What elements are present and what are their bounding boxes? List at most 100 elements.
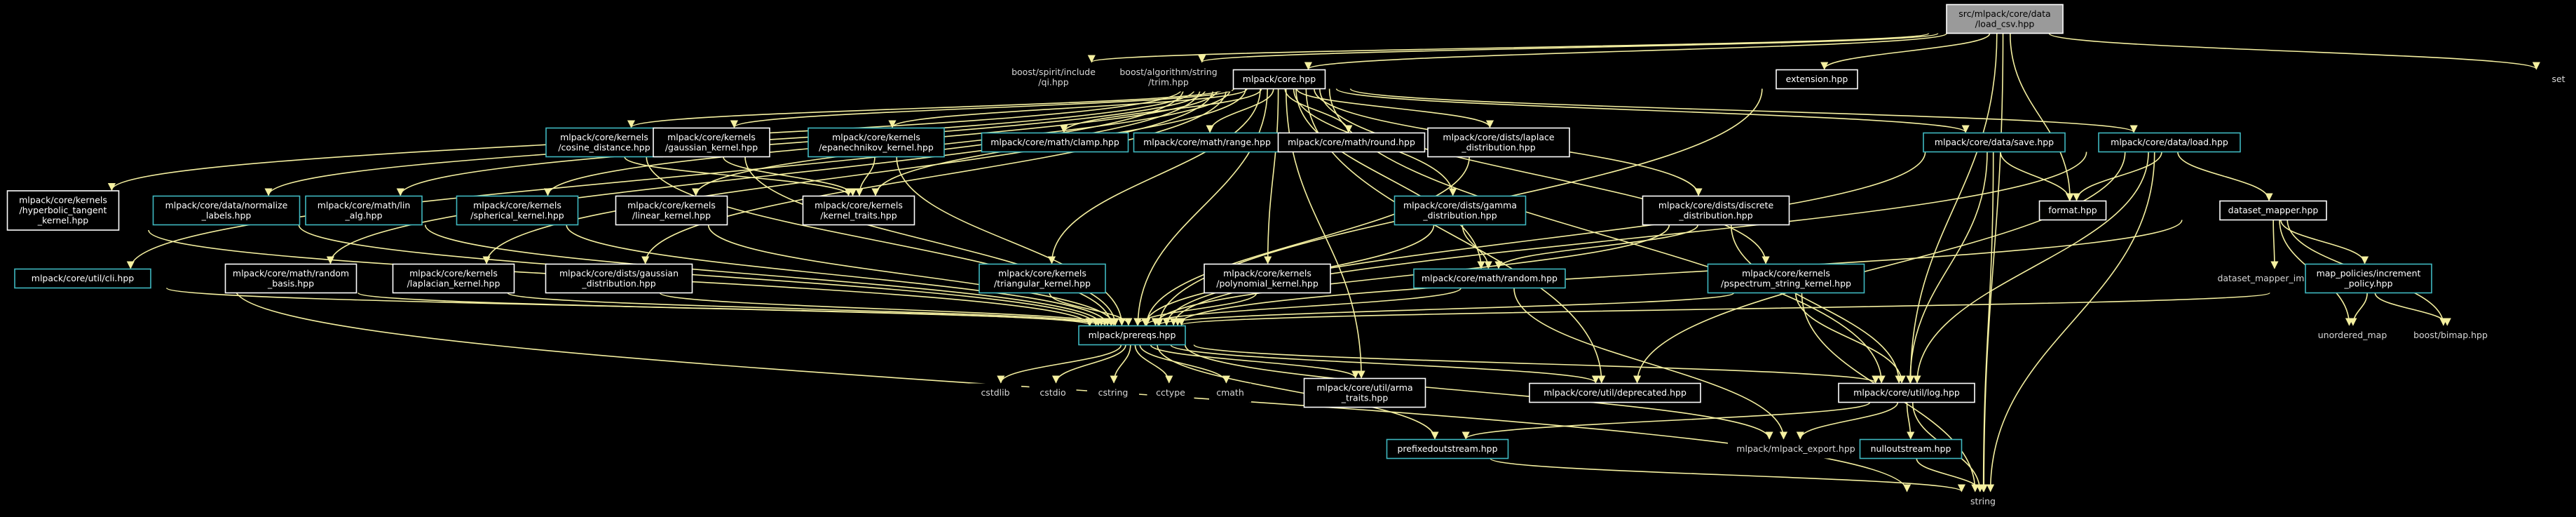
node-discrete[interactable]: mlpack/core/dists/discrete_distribution.…: [1642, 195, 1790, 226]
node-label: mlpack/core/kernels: [560, 132, 648, 142]
node-box: [1147, 383, 1194, 403]
node-gaussian_d[interactable]: mlpack/core/dists/gaussian_distribution.…: [545, 263, 693, 294]
node-label: _basis.hpp: [267, 278, 314, 289]
edge-core-to-linalg: [396, 88, 1207, 196]
node-root: src/mlpack/core/data/load_csv.hpp: [1946, 4, 2064, 34]
node-box: [1707, 263, 1865, 294]
node-label: _policy.hpp: [2343, 278, 2392, 289]
edge-log-to-prefixed: [1461, 401, 1871, 440]
node-box: [1087, 383, 1139, 403]
node-deprecated[interactable]: mlpack/core/util/deprecated.hpp: [1529, 382, 1701, 403]
node-label: mlpack/core/dists/laplace: [1443, 132, 1554, 142]
node-box: [1386, 438, 1509, 459]
node-label: /qi.hpp: [1038, 77, 1068, 88]
edge-gamma-to-random: [1461, 224, 1492, 269]
edge-linalg-to-prereqs: [424, 224, 1105, 326]
node-box: [653, 127, 770, 158]
edge-prereqs-to-arma_traits: [1150, 344, 1360, 379]
node-gamma[interactable]: mlpack/core/dists/gamma_distribution.hpp: [1393, 195, 1527, 226]
node-epan[interactable]: mlpack/core/kernels/epanechnikov_kernel.…: [807, 127, 945, 158]
node-box: [1642, 195, 1790, 226]
node-laplace[interactable]: mlpack/core/dists/laplace_distribution.h…: [1427, 127, 1570, 158]
edge-log-to-nullout: [1906, 402, 1915, 440]
node-label: boost/bimap.hpp: [2413, 330, 2488, 340]
edge-normalize-to-prereqs: [298, 224, 1100, 326]
edge-core-to-save: [1335, 88, 1970, 133]
node-label: src/mlpack/core/data: [1958, 8, 2050, 19]
node-increment[interactable]: map_policies/increment_policy.hpp: [2305, 263, 2432, 294]
node-cstdlib: cstdlib: [969, 383, 1021, 403]
node-box: [1946, 4, 2064, 34]
node-arma_traits[interactable]: mlpack/core/util/arma_traits.hpp: [1303, 377, 1426, 408]
node-label: prefixedoutstream.hpp: [1397, 443, 1497, 454]
node-box: [2542, 69, 2575, 89]
node-random[interactable]: mlpack/core/math/random.hpp: [1413, 268, 1566, 289]
node-range[interactable]: mlpack/core/math/range.hpp: [1133, 132, 1281, 153]
node-label: /linear_kernel.hpp: [632, 210, 711, 221]
node-load[interactable]: mlpack/core/data/load.hpp: [2098, 132, 2241, 153]
node-save[interactable]: mlpack/core/data/save.hpp: [1923, 132, 2066, 153]
edge-gaussian_d-to-prereqs: [659, 292, 1116, 326]
node-pspectrum[interactable]: mlpack/core/kernels/pspectrum_string_ker…: [1707, 263, 1865, 294]
node-box: [802, 195, 915, 226]
node-laplacian[interactable]: mlpack/core/kernels/laplacian_kernel.hpp: [392, 263, 515, 294]
node-label: mlpack/core/data/save.hpp: [1935, 137, 2054, 147]
node-layer: src/mlpack/core/data/load_csv.hppboost/s…: [6, 4, 2575, 511]
node-box: [2038, 200, 2107, 221]
node-label: mlpack/core/kernels: [409, 268, 498, 278]
node-box: [1923, 132, 2066, 153]
node-hyper[interactable]: mlpack/core/kernels/hyperbolic_tangent_k…: [6, 190, 120, 231]
edge-dataset_mapper-to-increment: [2280, 220, 2369, 264]
node-box: [807, 127, 945, 158]
edge-load-to-prereqs: [1169, 152, 2087, 326]
node-polynomial[interactable]: mlpack/core/kernels/polynomial_kernel.hp…: [1204, 263, 1331, 294]
node-log[interactable]: mlpack/core/util/log.hpp: [1838, 382, 1975, 403]
node-dataset_mapper[interactable]: dataset_mapper.hpp: [2219, 200, 2327, 221]
node-triangular[interactable]: mlpack/core/kernels/triangular_kernel.hp…: [979, 263, 1106, 294]
node-box: [1776, 69, 1858, 90]
node-cmath: cmath: [1209, 383, 1251, 403]
node-cctype: cctype: [1147, 383, 1194, 403]
node-label: cstdio: [1040, 387, 1065, 398]
node-box: [152, 195, 301, 226]
node-linear[interactable]: mlpack/core/kernels/linear_kernel.hpp: [615, 195, 728, 226]
node-prefixed[interactable]: prefixedoutstream.hpp: [1386, 438, 1509, 459]
node-clamp[interactable]: mlpack/core/math/clamp.hpp: [981, 132, 1129, 153]
node-prereqs[interactable]: mlpack/prereqs.hpp: [1078, 325, 1186, 346]
node-nullout[interactable]: nulloutstream.hpp: [1859, 438, 1963, 459]
node-kernel_traits[interactable]: mlpack/core/kernels/kernel_traits.hpp: [802, 195, 915, 226]
node-extension[interactable]: extension.hpp: [1776, 69, 1858, 90]
edge-root-to-qi: [1088, 32, 1930, 63]
edge-core-to-prereqs: [1133, 88, 1268, 326]
edge-prefixed-to-string: [1490, 457, 1965, 492]
node-spherical[interactable]: mlpack/core/kernels/spherical_kernel.hpp: [456, 195, 579, 226]
node-normalize[interactable]: mlpack/core/data/normalize_labels.hpp: [152, 195, 301, 226]
node-cli[interactable]: mlpack/core/util/cli.hpp: [14, 268, 151, 289]
node-label: /epanechnikov_kernel.hpp: [819, 142, 934, 153]
node-label: mlpack/core/util/cli.hpp: [32, 273, 134, 283]
node-cstdio: cstdio: [1029, 383, 1077, 403]
node-linalg[interactable]: mlpack/core/math/lin_alg.hpp: [305, 195, 423, 226]
node-cosine[interactable]: mlpack/core/kernels/cosine_distance.hpp: [545, 127, 663, 158]
node-label: mlpack/core/data/load.hpp: [2111, 137, 2228, 147]
node-gaussian_k[interactable]: mlpack/core/kernels/gaussian_kernel.hpp: [653, 127, 770, 158]
edge-core-to-load: [1349, 88, 2138, 133]
node-label: mlpack/core/data/normalize: [165, 200, 288, 210]
node-export: mlpack/mlpack_export.hpp: [1728, 439, 1864, 459]
edge-prereqs-to-log: [1193, 344, 1879, 384]
node-core[interactable]: mlpack/core.hpp: [1232, 69, 1326, 90]
edge-core-to-cosine: [627, 88, 1226, 128]
node-label: mlpack/core.hpp: [1243, 74, 1316, 84]
edge-save-to-string: [1979, 152, 1994, 492]
node-random_basis[interactable]: mlpack/core/math/random_basis.hpp: [224, 263, 357, 294]
node-label: _alg.hpp: [344, 210, 382, 221]
edge-load-to-log: [1913, 152, 2149, 384]
node-label: mlpack/core/kernels: [627, 200, 716, 210]
node-box: [979, 263, 1106, 294]
node-box: [1303, 377, 1426, 408]
edge-increment-to-bimap: [2374, 293, 2451, 326]
node-format[interactable]: format.hpp: [2038, 200, 2107, 221]
node-round[interactable]: mlpack/core/math/round.hpp: [1277, 132, 1426, 153]
node-label: mlpack/core/dists/discrete: [1658, 200, 1774, 210]
edge-pspectrum-to-log: [1794, 293, 1906, 384]
